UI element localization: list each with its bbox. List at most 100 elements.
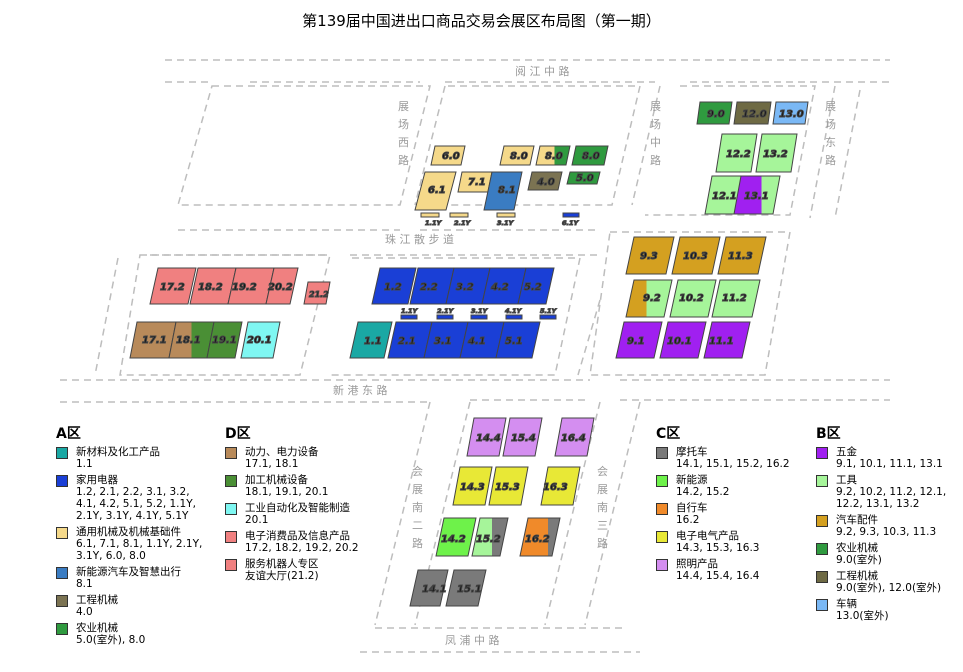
hall-17-1-label: 17.1: [142, 335, 167, 346]
hall-14-1-label: 14.1: [422, 584, 447, 595]
hall-1-1y-top: [420, 212, 440, 218]
hall-8-0c[interactable]: [571, 145, 609, 166]
hall-15-4[interactable]: [502, 417, 543, 457]
hall-3-1y-main-label: 3.1Y: [471, 307, 489, 315]
hall-10-2[interactable]: [669, 279, 717, 318]
hall-2-1y-main-label: 2.1Y: [437, 307, 455, 315]
hall-2-2-label: 2.2: [420, 282, 438, 293]
hall-14-4[interactable]: [466, 417, 507, 457]
legend-item-halls: 9.0(室外), 12.0(室外): [836, 582, 942, 594]
legend-d-title: D区: [225, 426, 251, 442]
hall-18-2-label: 18.2: [198, 282, 223, 293]
hall-8-0b[interactable]: [535, 145, 571, 166]
hall-12-2[interactable]: [715, 133, 758, 173]
area-d: [119, 254, 331, 376]
hall-10-1-label: 10.1: [667, 336, 692, 347]
road-label-char: 路: [412, 537, 423, 550]
road-label-char: 展: [825, 100, 836, 113]
hall-8-0c-label: 8.0: [582, 151, 600, 162]
hall-12-0[interactable]: [733, 101, 772, 125]
hall-1-1[interactable]: [349, 321, 393, 359]
hall-9-0[interactable]: [696, 101, 733, 125]
road-west-divider: [414, 85, 446, 206]
road-labels: 阅 江 中 路 珠 江 散 步 道 新 港 东 路 凤 浦 中 路 展场西路 展…: [333, 65, 836, 647]
hall-19-1[interactable]: [206, 321, 243, 359]
hall-17-2[interactable]: [149, 267, 197, 305]
legend-b-title: B区: [816, 426, 841, 442]
legend-a-title: A区: [56, 426, 81, 442]
legend-swatch: [656, 503, 668, 515]
hall-16-4[interactable]: [554, 417, 595, 457]
hall-4-0[interactable]: [527, 171, 563, 191]
legend-item-name: 新能源汽车及智慧出行: [76, 566, 181, 578]
hall-14-2[interactable]: [435, 517, 477, 557]
hall-15-3[interactable]: [488, 466, 529, 506]
road-south-label: 凤 浦 中 路: [445, 634, 500, 647]
hall-15-2[interactable]: [471, 517, 509, 557]
hall-21-2[interactable]: [303, 281, 331, 305]
hall-9-1-label: 9.1: [627, 336, 645, 347]
legend-item-halls: 9.2, 10.2, 11.2, 12.1, 12.2, 13.1, 13.2: [836, 486, 947, 510]
hall-13-0[interactable]: [772, 101, 809, 125]
legend-swatch: [225, 531, 237, 543]
hall-9-2[interactable]: [625, 279, 673, 318]
hall-8-1[interactable]: [483, 171, 523, 211]
hall-20-1[interactable]: [240, 321, 281, 359]
hall-6-0[interactable]: [430, 145, 466, 166]
area-c-right2: [584, 401, 641, 626]
hall-11-3[interactable]: [717, 236, 767, 275]
hall-20-2[interactable]: [265, 267, 299, 305]
hall-1-1-label: 1.1: [364, 336, 382, 347]
zone-a-main: 1.2 2.2 3.2 4.2 5.2 1.1Y 2.1Y 3.1Y 4.1Y …: [349, 267, 558, 359]
hall-8-0b-label: 8.0: [545, 151, 563, 162]
hall-16-3[interactable]: [540, 466, 581, 506]
hall-10-1[interactable]: [659, 321, 707, 359]
legend-swatch: [225, 447, 237, 459]
hall-6-1[interactable]: [414, 171, 457, 211]
hall-8-0a[interactable]: [499, 145, 535, 166]
legend-item-halls: 16.2: [676, 514, 700, 526]
hall-9-3[interactable]: [625, 236, 675, 275]
hall-14-3[interactable]: [452, 466, 493, 506]
hall-12-1-label: 12.1: [712, 191, 737, 202]
hall-5-1y-main: [539, 314, 557, 320]
hall-13-2[interactable]: [755, 133, 798, 173]
legend-item-halls: 17.2, 18.2, 19.2, 20.2: [245, 542, 359, 554]
hall-2-1-label: 2.1: [398, 336, 416, 347]
hall-13-1[interactable]: [733, 175, 781, 215]
hall-5-0[interactable]: [566, 171, 601, 185]
hall-16-2[interactable]: [519, 517, 561, 557]
hall-14-1[interactable]: [409, 569, 449, 607]
hall-1-2[interactable]: [371, 267, 417, 305]
hall-5-2[interactable]: [517, 267, 555, 305]
hall-10-3[interactable]: [671, 236, 721, 275]
area-c-left: [374, 401, 431, 626]
hall-20-2-label: 20.2: [268, 282, 293, 293]
hall-3-1-label: 3.1: [434, 336, 452, 347]
road-middle-label: 展场中路: [650, 100, 661, 167]
hall-12-0-label: 12.0: [742, 109, 767, 120]
road-label-char: 南: [412, 501, 423, 514]
hall-6-1-label: 6.1: [428, 185, 446, 196]
map-title: 第139届中国进出口商品交易会展区布局图（第一期）: [302, 12, 661, 30]
road-promenade-label: 珠 江 散 步 道: [385, 232, 454, 246]
hall-11-1[interactable]: [703, 321, 751, 359]
legend-item-name: 新能源: [676, 474, 708, 486]
legend-item-name: 农业机械: [76, 622, 118, 634]
road-label-char: 中: [650, 136, 661, 149]
legend-item-halls: 14.1, 15.1, 15.2, 16.2: [676, 458, 790, 470]
legend-item-name: 农业机械: [836, 542, 878, 554]
hall-9-1[interactable]: [615, 321, 663, 359]
road-label-char: 场: [825, 117, 836, 131]
hall-5-1[interactable]: [495, 321, 541, 359]
road-label-char: 会: [412, 465, 423, 478]
hall-15-1[interactable]: [445, 569, 487, 607]
hall-5-1y-main-label: 5.1Y: [540, 307, 558, 315]
hall-4-1y-main: [505, 314, 523, 320]
hall-11-2[interactable]: [711, 279, 761, 318]
